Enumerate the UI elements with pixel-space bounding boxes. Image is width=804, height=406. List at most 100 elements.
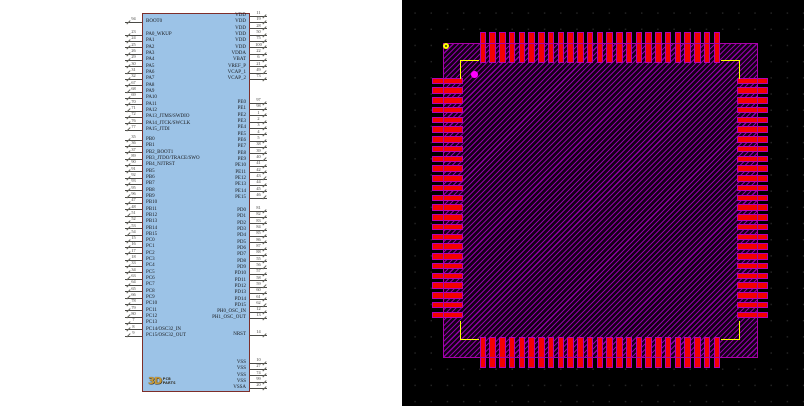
pin-name: PB2_BOOT1 <box>146 149 174 155</box>
pad-bottom-7 <box>538 337 545 368</box>
pin-number: 77 <box>131 123 136 129</box>
pin-number: 25 <box>131 41 136 47</box>
pad-left-12 <box>432 184 464 192</box>
pin-name: PD2 <box>237 220 246 226</box>
pad-left-3 <box>432 97 464 104</box>
pad-left-10 <box>432 165 464 172</box>
pad-top-22 <box>684 32 691 64</box>
pad-top-16 <box>625 32 633 64</box>
pin1-silkscreen-dot <box>442 42 449 49</box>
pin-number: 87 <box>256 242 261 248</box>
pin-name: PD5 <box>237 239 246 245</box>
pin-line <box>125 129 142 131</box>
pin-line <box>125 53 142 55</box>
pin-number: 42 <box>256 166 261 172</box>
pin-number: 3 <box>257 122 260 128</box>
pin-name: PB0 <box>146 136 155 142</box>
pad-left-16 <box>432 223 464 231</box>
pin-line <box>250 66 267 68</box>
pin-line <box>250 381 267 383</box>
pad-bottom-23 <box>694 337 701 368</box>
pin-name: PA7 <box>146 76 155 82</box>
pin-name: PB6 <box>146 174 155 180</box>
pad-top-6 <box>528 32 535 64</box>
pin-number: 22 <box>256 47 261 53</box>
pin-number: 89 <box>131 152 136 158</box>
pin-line <box>250 267 267 269</box>
pad-top-19 <box>655 32 662 64</box>
pin-line <box>125 297 142 299</box>
pin-line <box>125 177 142 179</box>
pad-right-12 <box>737 184 769 192</box>
pin-line <box>250 334 267 336</box>
pad-top-13 <box>596 32 603 64</box>
pin-number: 33 <box>131 260 136 266</box>
pin-number: 53 <box>131 222 136 228</box>
pin-number: 28 <box>256 22 261 28</box>
pin-number: 34 <box>131 266 136 272</box>
pin-number: 15 <box>131 234 136 240</box>
pad-left-8 <box>432 145 464 153</box>
pad-bottom-9 <box>557 337 564 368</box>
pin-line <box>125 139 142 141</box>
pin-name: PB3_JTDO/TRACE/SWO <box>146 155 200 161</box>
pin-line <box>250 165 267 167</box>
pad-right-5 <box>737 116 769 123</box>
pad-left-25 <box>432 311 464 318</box>
pad-right-25 <box>737 311 769 318</box>
pin-line <box>250 317 267 319</box>
pad-bottom-5 <box>518 337 525 368</box>
pin-number: 7 <box>132 317 135 323</box>
pin-name: PD8 <box>237 258 246 264</box>
pin-name: VDD <box>235 12 246 18</box>
pin-number: 70 <box>131 98 136 104</box>
pin-name: PC12 <box>146 313 158 319</box>
pin-line <box>125 34 142 36</box>
pin-line <box>250 184 267 186</box>
pin-number: 62 <box>256 299 261 305</box>
pin-line <box>125 240 142 242</box>
pin-number: 40 <box>256 153 261 159</box>
pin-number: 85 <box>256 230 261 236</box>
pin-line <box>250 40 267 42</box>
pin-number: 26 <box>131 47 136 53</box>
pad-top-5 <box>518 32 525 64</box>
pin-name: BOOT0 <box>146 18 163 24</box>
pin-name: PB12 <box>146 212 158 218</box>
pin-line <box>125 221 142 223</box>
pad-bottom-12 <box>586 337 594 368</box>
pin-name: PE0 <box>237 99 246 105</box>
pin-number: 49 <box>256 66 261 72</box>
pin-line <box>250 146 267 148</box>
pad-right-11 <box>737 175 769 182</box>
pin-number: 5 <box>257 134 260 140</box>
pad-top-15 <box>616 32 623 64</box>
vendor-logo-caption-line1: PCB <box>162 377 171 382</box>
pad-right-17 <box>737 233 769 240</box>
pin-name: VCAP_2 <box>227 76 246 82</box>
pad-bottom-10 <box>567 337 574 368</box>
pin-number: 91 <box>131 165 136 171</box>
pad-bottom-3 <box>499 337 506 368</box>
pin-number: 19 <box>256 16 261 22</box>
pad-right-3 <box>737 97 769 104</box>
